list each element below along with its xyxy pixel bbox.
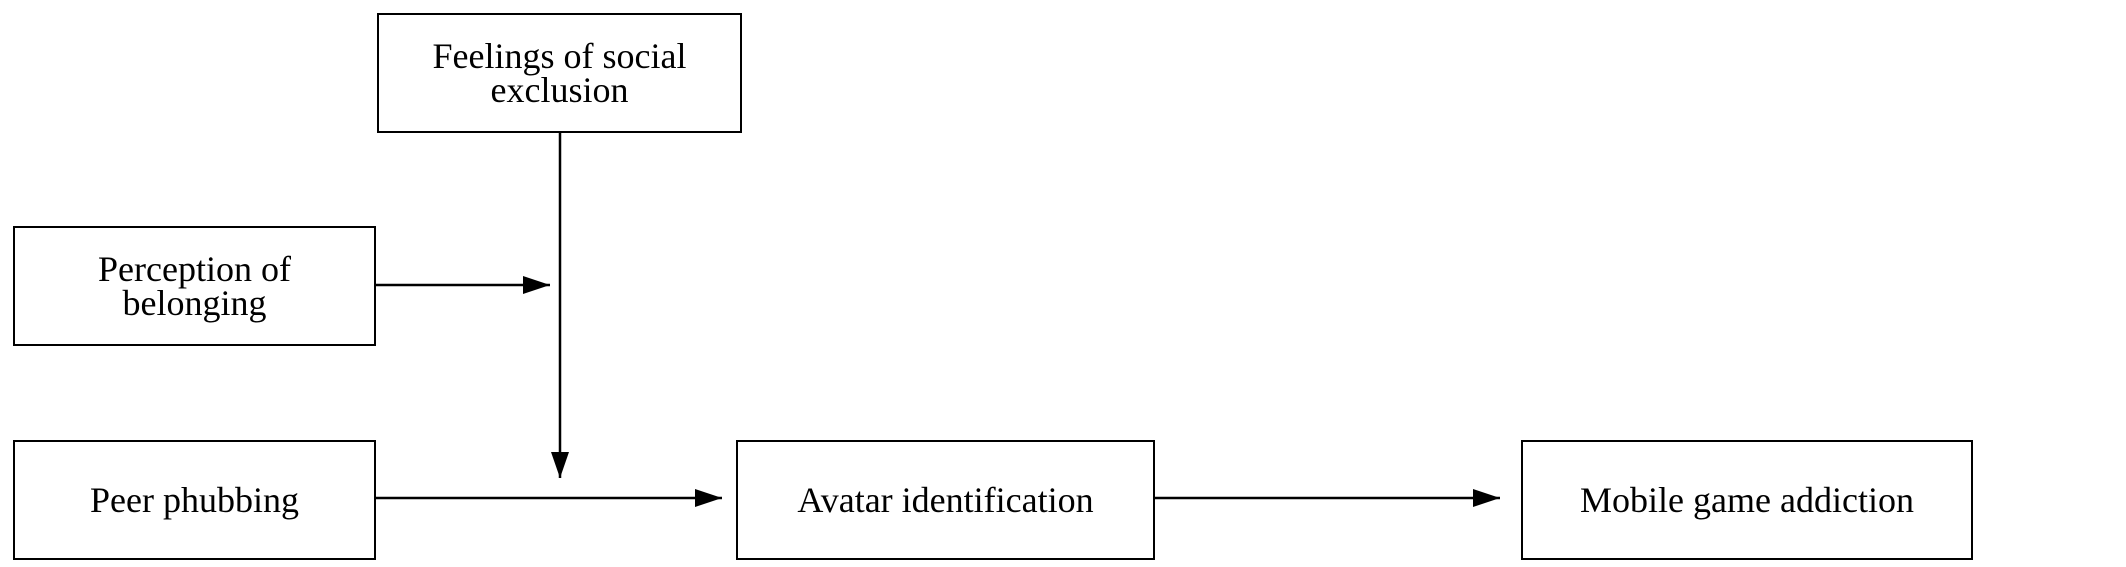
arrowhead-exclusion: [551, 452, 569, 478]
arrowhead-avatar: [1473, 489, 1500, 507]
node-mobile-game-addiction: Mobile game addiction: [1521, 440, 1973, 560]
node-peer-phubbing: Peer phubbing: [13, 440, 376, 560]
node-label: Feelings of social exclusion: [432, 36, 687, 110]
arrowhead-phubbing: [695, 489, 722, 507]
node-label: Perception of belonging: [98, 249, 291, 323]
node-label: Peer phubbing: [90, 480, 299, 520]
node-label: Mobile game addiction: [1580, 480, 1914, 520]
node-avatar-identification: Avatar identification: [736, 440, 1155, 560]
node-perception-of-belonging: Perception of belonging: [13, 226, 376, 346]
node-feelings-of-social-exclusion: Feelings of social exclusion: [377, 13, 742, 133]
arrowhead-belonging: [523, 276, 550, 294]
node-label: Avatar identification: [797, 480, 1094, 520]
